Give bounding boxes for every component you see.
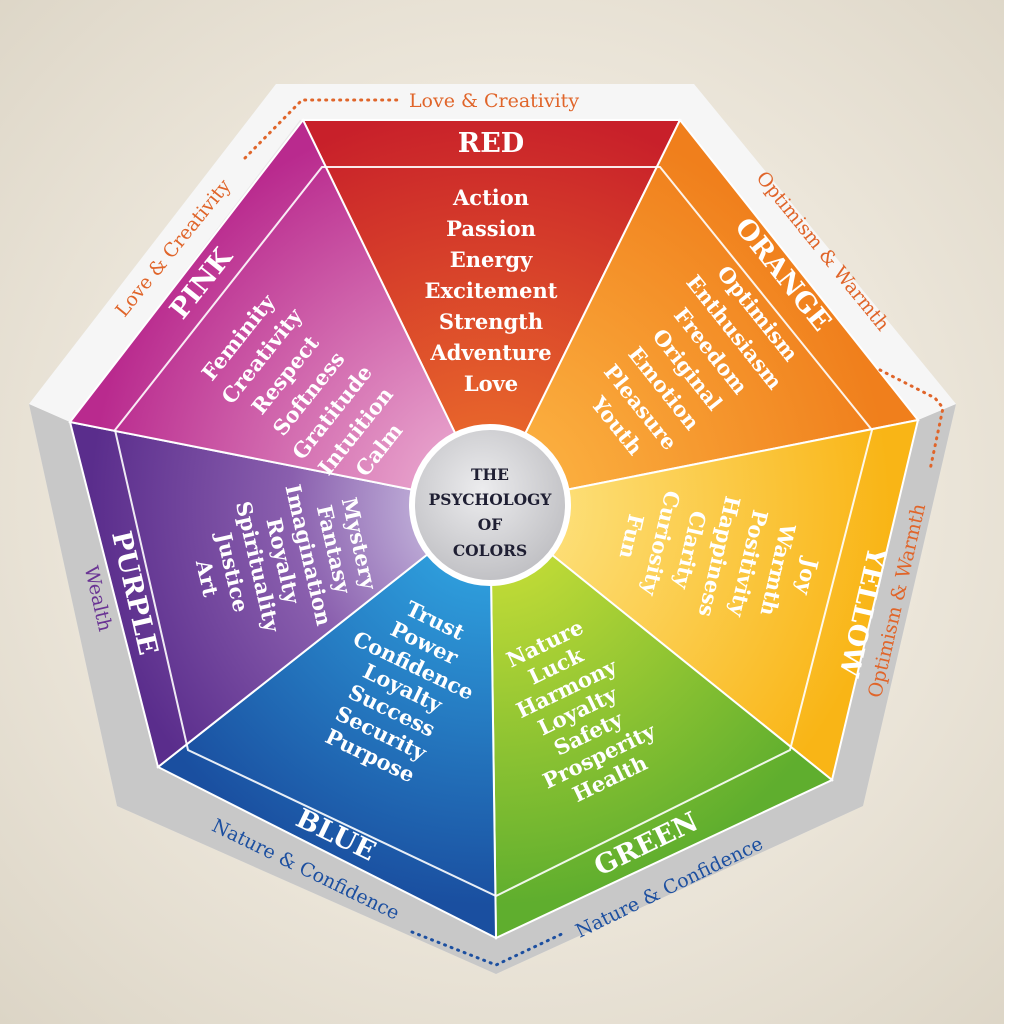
dotted-line-bottom	[410, 930, 568, 967]
dotted-line-right	[878, 368, 945, 472]
dotted-line-top	[243, 98, 402, 160]
segment-words-red: Action Passion Energy Excitement Strengt…	[425, 185, 558, 396]
segment-words-green: Nature Luck Harmony Loyalty Safety Prosp…	[502, 614, 660, 807]
segment-word: Strength	[439, 309, 543, 334]
inner-outline-layer	[113, 166, 874, 898]
band-label-top: Love & Creativity	[409, 90, 579, 112]
segment-word: Adventure	[429, 340, 551, 365]
center-disc	[409, 424, 571, 586]
page-edge-strip	[1004, 0, 1024, 1024]
segments-layer	[68, 118, 920, 940]
segment-word: Energy	[450, 247, 533, 272]
segment-pink	[68, 118, 492, 507]
segment-title-red: RED	[458, 128, 524, 159]
segment-word: Love	[464, 371, 518, 396]
center-title-line-1: THE	[471, 465, 509, 484]
segment-words-blue: Trust Power Confidence Loyalty Success S…	[322, 596, 478, 788]
center-title-line-3: OF	[478, 515, 503, 534]
center-title-line-4: COLORS	[453, 541, 527, 560]
segment-word: Passion	[446, 216, 536, 241]
frame-highlight	[29, 84, 956, 422]
center-title-line-2: PSYCHOLOGY	[429, 490, 553, 509]
inner-heptagon-outline	[113, 166, 874, 898]
segment-word: Action	[452, 185, 529, 210]
segment-word: Excitement	[425, 278, 558, 303]
